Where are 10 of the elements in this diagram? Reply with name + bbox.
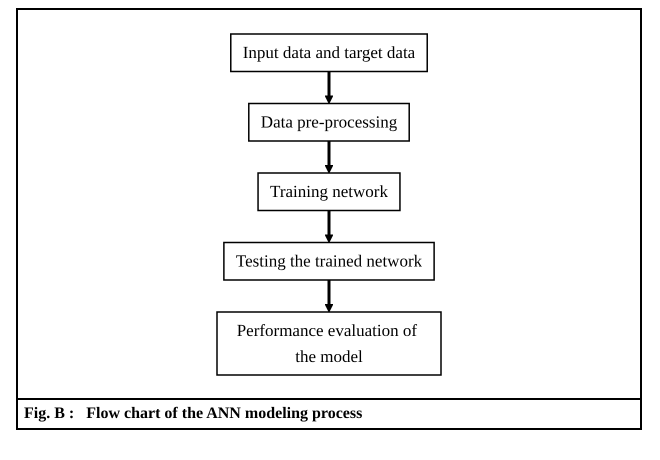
- arrow: [324, 71, 334, 104]
- node-box: Performance evaluation of the model: [216, 310, 442, 376]
- node-box: Testing the trained network: [223, 241, 435, 280]
- figure-caption: Fig. B : Flow chart of the ANN modeling process: [24, 405, 362, 423]
- node-box: Data pre-processing: [248, 102, 410, 142]
- node-box: Training network: [257, 172, 401, 211]
- arrow: [324, 280, 334, 312]
- arrow: [324, 140, 334, 173]
- node-box: Input data and target data: [230, 32, 428, 72]
- arrow: [324, 210, 334, 242]
